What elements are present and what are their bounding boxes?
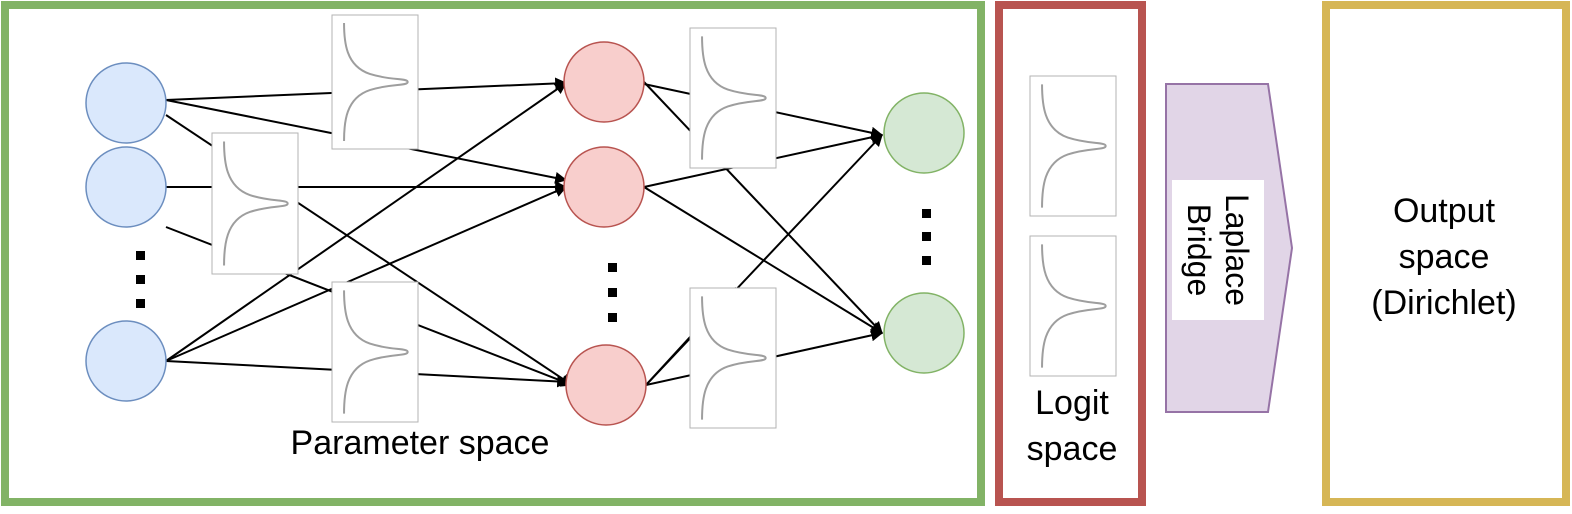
laplace-bridge-label-background bbox=[1172, 180, 1264, 320]
dot bbox=[922, 232, 931, 241]
gaussian-box bbox=[689, 287, 777, 429]
output-space-label-line2: space bbox=[1399, 238, 1490, 276]
dot bbox=[608, 263, 617, 272]
dot bbox=[136, 299, 145, 308]
gaussian-box bbox=[331, 14, 419, 150]
gaussian-box bbox=[1029, 235, 1117, 377]
output-node-1 bbox=[883, 92, 965, 174]
dot bbox=[922, 209, 931, 218]
logit-distribution-1 bbox=[1029, 75, 1117, 217]
hidden-node-3 bbox=[565, 344, 647, 426]
input-node-1 bbox=[85, 62, 167, 144]
output-space-label-line1: Output bbox=[1393, 192, 1496, 230]
gaussian-curve bbox=[701, 296, 767, 420]
ellipsis-markers bbox=[136, 209, 931, 322]
gaussian-box bbox=[1029, 75, 1117, 217]
logit-space-frame bbox=[995, 1, 1146, 506]
input-node-3 bbox=[85, 320, 167, 402]
parameter-space-label: Parameter space bbox=[291, 424, 550, 462]
output-space-label-line3: (Dirichlet) bbox=[1371, 284, 1516, 322]
logit-distribution-2 bbox=[1029, 235, 1117, 377]
output-ellipsis bbox=[922, 209, 931, 265]
hidden-ellipsis bbox=[608, 263, 617, 322]
dot bbox=[136, 251, 145, 260]
edge-input3-hidden1 bbox=[165, 82, 567, 362]
output-node-2 bbox=[883, 292, 965, 374]
network-nodes bbox=[85, 41, 965, 426]
output-space-frame bbox=[1322, 1, 1570, 506]
parameter-space-frame bbox=[1, 1, 985, 506]
weight-distribution-4 bbox=[689, 27, 777, 169]
dot bbox=[922, 256, 931, 265]
weight-distribution-3 bbox=[331, 281, 419, 423]
dot bbox=[136, 275, 145, 284]
gaussian-box bbox=[689, 27, 777, 169]
gaussian-curve bbox=[343, 290, 409, 414]
input-ellipsis bbox=[136, 251, 145, 308]
weight-distributions bbox=[211, 14, 1117, 429]
laplace-bridge-label-line1: Laplace bbox=[1219, 194, 1255, 306]
edge-hidden1-output2 bbox=[643, 81, 883, 334]
gaussian-curve bbox=[701, 36, 767, 160]
logit-space-label-line2: space bbox=[1027, 430, 1118, 468]
dot bbox=[608, 313, 617, 322]
gaussian-curve bbox=[343, 23, 409, 141]
logit-space-label-line1: Logit bbox=[1035, 384, 1109, 422]
edge-input3-hidden2 bbox=[165, 185, 568, 362]
dot bbox=[608, 288, 617, 297]
hidden-node-1 bbox=[563, 41, 645, 123]
weight-distribution-5 bbox=[689, 287, 777, 429]
gaussian-box bbox=[331, 281, 419, 423]
hidden-node-2 bbox=[563, 146, 645, 228]
weight-distribution-2 bbox=[211, 132, 299, 275]
gaussian-box bbox=[211, 132, 299, 275]
gaussian-curve bbox=[223, 141, 289, 266]
gaussian-curve bbox=[1041, 244, 1107, 368]
gaussian-curve bbox=[1041, 84, 1107, 208]
input-node-2 bbox=[85, 146, 167, 228]
weight-distribution-1 bbox=[331, 14, 419, 150]
laplace-bridge-label-line2: Bridge bbox=[1181, 204, 1217, 297]
